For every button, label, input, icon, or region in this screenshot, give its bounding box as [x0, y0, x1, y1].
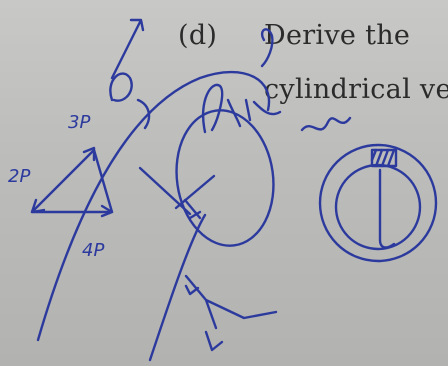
d-loop	[260, 28, 274, 68]
triangle-arrow-diag	[30, 198, 46, 214]
right-squiggle	[300, 116, 352, 132]
oval-cross-line-3	[183, 198, 202, 220]
middle-squiggle	[226, 98, 282, 128]
large-oval	[175, 109, 275, 247]
lower-fork	[184, 274, 278, 330]
middle-loop	[201, 83, 224, 134]
outer-circle	[318, 143, 438, 263]
lower-fork-tick	[184, 284, 200, 296]
label-2p: 2P	[8, 166, 30, 187]
triangle-arrow-up	[82, 146, 96, 162]
question-text-line-1: Derive the	[264, 20, 411, 51]
force-triangle	[30, 148, 114, 214]
top-arrow	[110, 18, 145, 80]
lower-fork-arrow	[204, 330, 224, 352]
triangle-arrow-right	[100, 204, 114, 218]
small-block-hatch	[370, 148, 396, 168]
inner-circle	[334, 163, 422, 251]
lower-curve	[148, 213, 207, 362]
circle-radius	[378, 168, 396, 249]
question-text-line-2: cylindrical ve	[264, 74, 448, 105]
squiggle-left	[136, 98, 151, 130]
sweeping-curve	[36, 70, 271, 342]
question-label: (d)	[178, 20, 218, 51]
label-4p: 4P	[82, 240, 104, 261]
oval-cross-line-1	[138, 166, 192, 216]
label-3p: 3P	[68, 112, 90, 133]
small-loop-left	[109, 72, 133, 102]
oval-cross-line-2	[174, 174, 216, 210]
